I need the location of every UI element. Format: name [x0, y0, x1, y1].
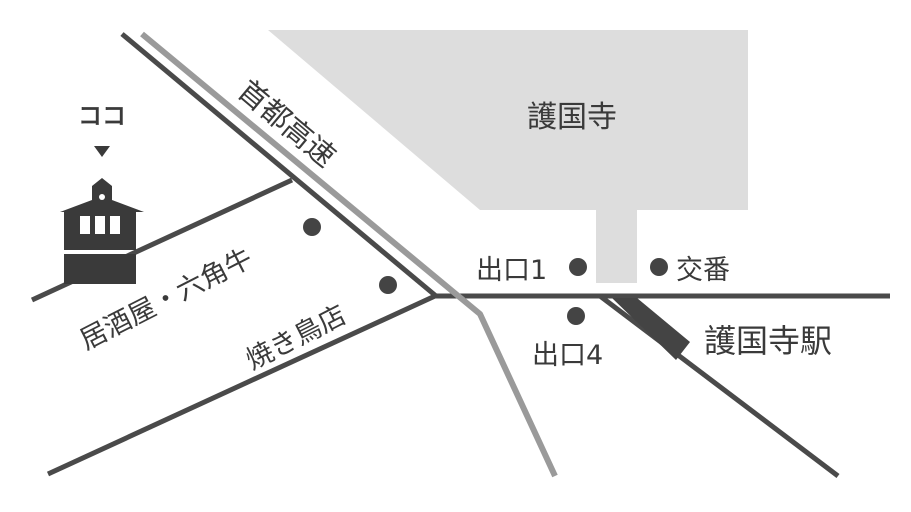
- temple-label: 護国寺: [527, 100, 617, 135]
- station-label: 護国寺駅: [704, 322, 832, 360]
- yakitori-dot: [379, 276, 397, 294]
- izakaya-dot: [303, 218, 321, 236]
- marker-label: ココ: [78, 102, 126, 130]
- yakitori-label: 焼き鳥店: [241, 300, 351, 377]
- police-box-dot: [650, 258, 668, 276]
- marker-arrow-icon: [94, 146, 110, 157]
- house-marker-icon: ココ: [60, 102, 144, 284]
- station-platform: [612, 298, 690, 360]
- street-northwest-diagonal: [120, 32, 438, 298]
- streets: [30, 32, 890, 478]
- street-southeast-diagonal: [598, 294, 840, 478]
- exit4-label: 出口4: [532, 340, 603, 371]
- exit4-dot: [567, 307, 585, 325]
- expressway-line: [140, 31, 558, 478]
- street-lower-left: [46, 293, 437, 477]
- police-box-label: 交番: [676, 255, 730, 286]
- exit1-dot: [569, 258, 587, 276]
- exit1-label: 出口1: [476, 255, 547, 286]
- temple-grounds-area: [268, 30, 748, 283]
